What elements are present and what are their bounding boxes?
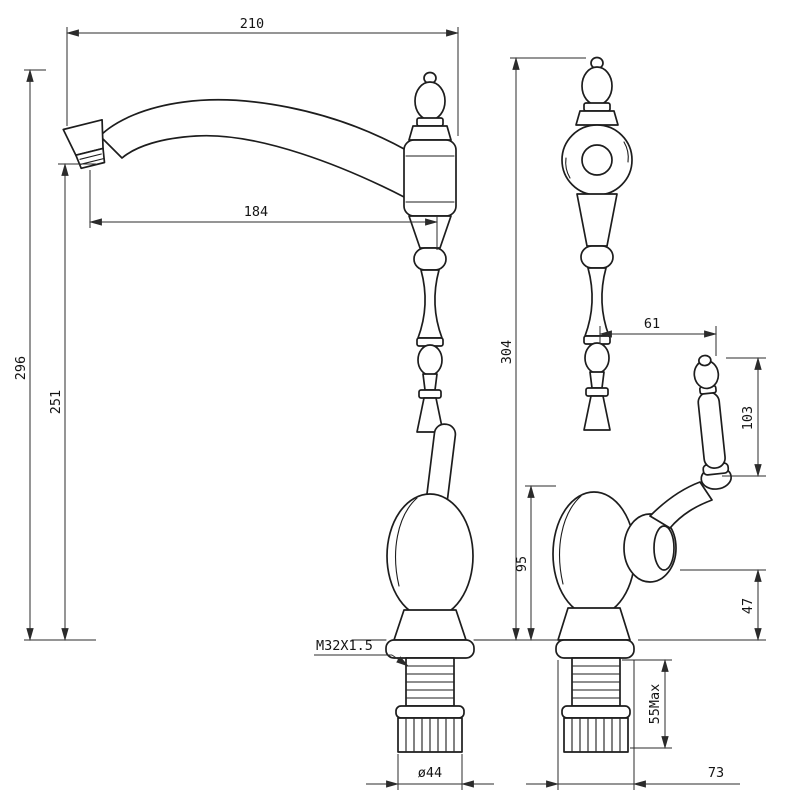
valve-body-front (386, 493, 474, 619)
handle-ball-cap (698, 354, 712, 367)
handle-lever (693, 354, 733, 490)
spout-ring-inner (581, 144, 613, 176)
column-bead-side (580, 245, 614, 269)
dim-304-label: 304 (499, 340, 515, 364)
side-view-drawing (523, 56, 733, 753)
finial-ball (414, 81, 446, 121)
aerator-line (79, 153, 102, 160)
knob-collar-side (585, 387, 609, 397)
handle-dome-cap (653, 525, 675, 571)
finial-collar-side (583, 102, 611, 112)
dim-103-label: 103 (740, 406, 756, 430)
handle-grip (697, 391, 726, 469)
spout-hub (403, 139, 457, 217)
dim-73: 73 (526, 660, 740, 790)
column-baluster (417, 269, 443, 339)
dim-210-label: 210 (240, 16, 264, 32)
finial-flare-side (575, 110, 619, 126)
dim-296-label: 296 (13, 356, 29, 380)
dim-95: 95 (514, 484, 556, 642)
dim-44: ø44 (366, 754, 494, 790)
finial-flare (408, 125, 452, 141)
dimension-annotations: 210 296 251 184 304 (13, 16, 766, 790)
base-flange (385, 639, 475, 659)
finial-collar (416, 117, 444, 127)
dim-44-label: ø44 (418, 765, 442, 781)
ring-detail-arc (623, 141, 629, 163)
column-knob (417, 344, 443, 376)
ring-detail-arc (565, 157, 571, 179)
dim-55max-label: 55Max (647, 684, 663, 725)
spout-aerator (62, 118, 106, 170)
shank-ring-side (561, 705, 631, 719)
dim-210: 210 (65, 16, 460, 136)
base-taper (393, 609, 467, 641)
dim-47-label: 47 (740, 598, 756, 614)
knob-collar (418, 389, 442, 399)
shank-ring (395, 705, 465, 719)
dim-103: 103 (722, 356, 766, 478)
dim-61: 61 (598, 316, 718, 356)
finial-ball-side (581, 66, 613, 106)
front-view-drawing (62, 71, 511, 753)
column-bead (413, 247, 447, 271)
body-contour-side (559, 495, 582, 585)
lower-neck-side (583, 395, 611, 431)
aerator-line (79, 158, 105, 165)
knob-neck (422, 373, 438, 391)
thread-spec-label: M32X1.5 (316, 638, 373, 654)
handle-arm (649, 481, 713, 529)
dim-55max: 55Max (622, 658, 672, 750)
column-baluster-side (584, 267, 610, 337)
column-neck-side (576, 193, 618, 247)
leader-line (391, 654, 409, 667)
base-taper-side (557, 607, 631, 641)
dim-296: 296 (13, 68, 96, 642)
dim-95-label: 95 (514, 556, 530, 572)
valve-body-side (552, 491, 636, 617)
knob-neck-side (589, 371, 605, 389)
dim-251: 251 (48, 162, 96, 642)
dim-184: 184 (88, 170, 439, 250)
column-knob-side (584, 342, 610, 374)
spout-outline (99, 99, 407, 199)
dim-251-label: 251 (48, 390, 64, 414)
dim-thread-callout: M32X1.5 (314, 638, 409, 667)
dim-61-label: 61 (644, 316, 660, 332)
column-neck (408, 215, 452, 249)
base-flange-side (555, 639, 635, 659)
body-contour (395, 497, 418, 587)
dim-47: 47 (638, 568, 766, 642)
dim-73-label: 73 (708, 765, 724, 781)
dim-184-label: 184 (244, 204, 268, 220)
